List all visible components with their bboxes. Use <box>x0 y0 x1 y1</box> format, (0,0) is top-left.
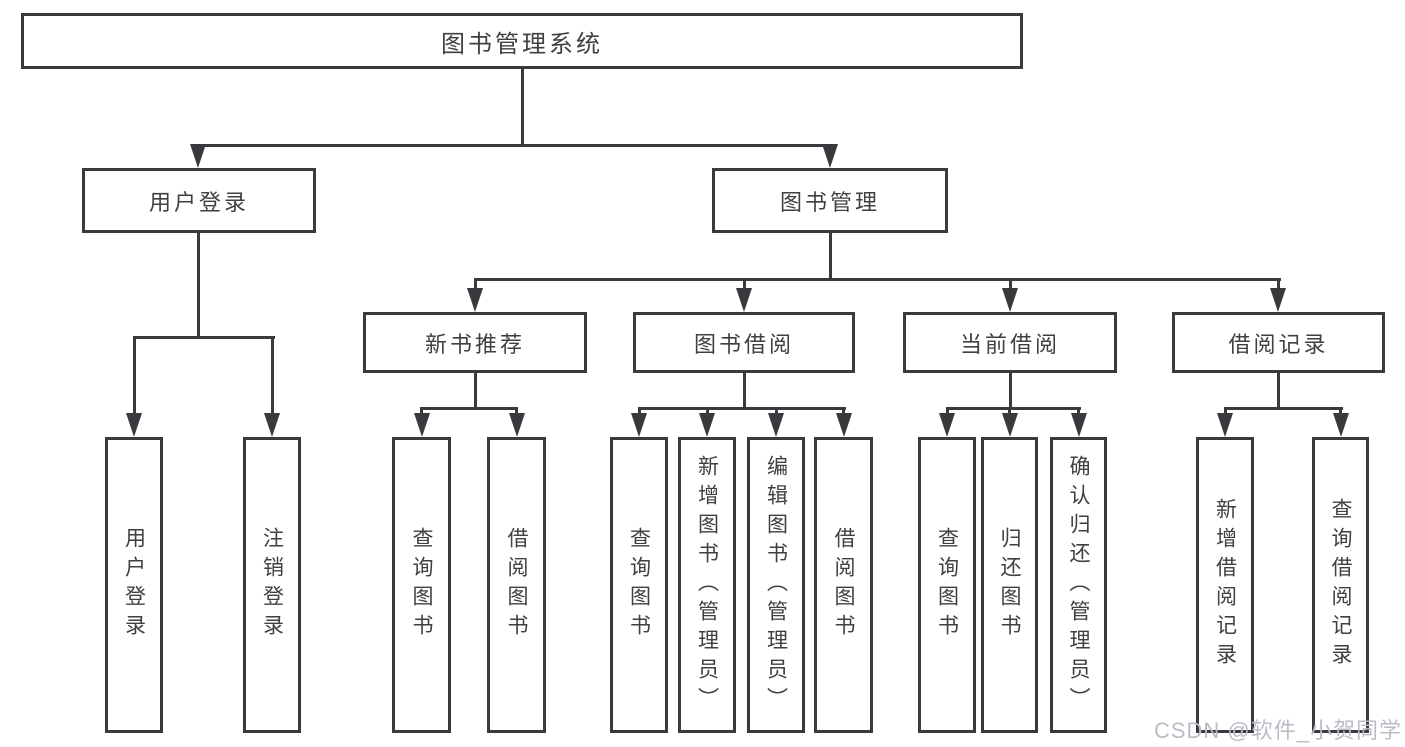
arrow-down-icon <box>1002 288 1018 312</box>
arrow-down-icon <box>1332 413 1349 437</box>
arrow-down-icon <box>508 413 525 437</box>
connector-line <box>196 233 200 338</box>
arrow-down-icon <box>736 288 752 312</box>
arrow-down-icon <box>413 413 430 437</box>
connector-line <box>196 144 833 147</box>
connector-line <box>473 373 477 409</box>
leaf-add-book-admin: 新增图书（管理员） <box>678 437 736 733</box>
leaf-search-borrow-record: 查询借阅记录 <box>1312 437 1369 733</box>
connector-line <box>520 69 524 147</box>
arrow-down-icon <box>190 144 206 168</box>
leaf-search-books-borrowing: 查询图书 <box>610 437 668 733</box>
node-user-login: 用户登录 <box>82 168 316 233</box>
connector-line <box>742 278 746 294</box>
node-new-book-recommendation: 新书推荐 <box>363 312 587 373</box>
arrow-down-icon <box>822 144 838 168</box>
connector-line <box>742 373 746 409</box>
leaf-confirm-return-admin: 确认归还（管理员） <box>1050 437 1107 733</box>
node-book-borrowing: 图书借阅 <box>633 312 855 373</box>
arrow-down-icon <box>1270 288 1286 312</box>
connector-line <box>473 278 477 294</box>
arrow-down-icon <box>835 413 852 437</box>
connector-line <box>473 278 1281 281</box>
connector-line <box>1223 407 1343 410</box>
connector-line <box>420 407 518 410</box>
leaf-logout: 注销登录 <box>243 437 301 733</box>
leaf-user-login: 用户登录 <box>105 437 163 733</box>
node-book-management: 图书管理 <box>712 168 948 233</box>
node-current-borrowing: 当前借阅 <box>903 312 1117 373</box>
connector-line <box>945 407 1081 410</box>
arrow-down-icon <box>768 413 784 437</box>
connector-line <box>1276 278 1280 294</box>
node-library-management-system: 图书管理系统 <box>21 13 1023 69</box>
arrow-down-icon <box>264 413 280 437</box>
leaf-borrow-books-recommend: 借阅图书 <box>487 437 546 733</box>
leaf-borrow-books-borrowing: 借阅图书 <box>814 437 873 733</box>
arrow-down-icon <box>1070 413 1087 437</box>
connector-line <box>828 233 832 281</box>
connector-line <box>270 336 274 419</box>
connector-line <box>1008 278 1012 294</box>
csdn-watermark: CSDN @软件_小贺同学 <box>1153 718 1402 743</box>
connector-line <box>132 336 136 419</box>
connector-line <box>1008 373 1012 409</box>
arrow-down-icon <box>126 413 142 437</box>
arrow-down-icon <box>1217 413 1233 437</box>
leaf-search-books-recommend: 查询图书 <box>392 437 451 733</box>
arrow-down-icon <box>631 413 647 437</box>
leaf-return-books: 归还图书 <box>981 437 1038 733</box>
arrow-down-icon <box>939 413 955 437</box>
connector-line <box>637 407 846 410</box>
arrow-down-icon <box>467 288 483 312</box>
node-borrowing-records: 借阅记录 <box>1172 312 1385 373</box>
arrow-down-icon <box>699 413 715 437</box>
leaf-edit-book-admin: 编辑图书（管理员） <box>747 437 805 733</box>
connector-line <box>132 336 275 339</box>
leaf-search-books-current: 查询图书 <box>918 437 976 733</box>
connector-line <box>1277 373 1280 409</box>
arrow-down-icon <box>1001 413 1018 437</box>
leaf-add-borrow-record: 新增借阅记录 <box>1196 437 1254 733</box>
